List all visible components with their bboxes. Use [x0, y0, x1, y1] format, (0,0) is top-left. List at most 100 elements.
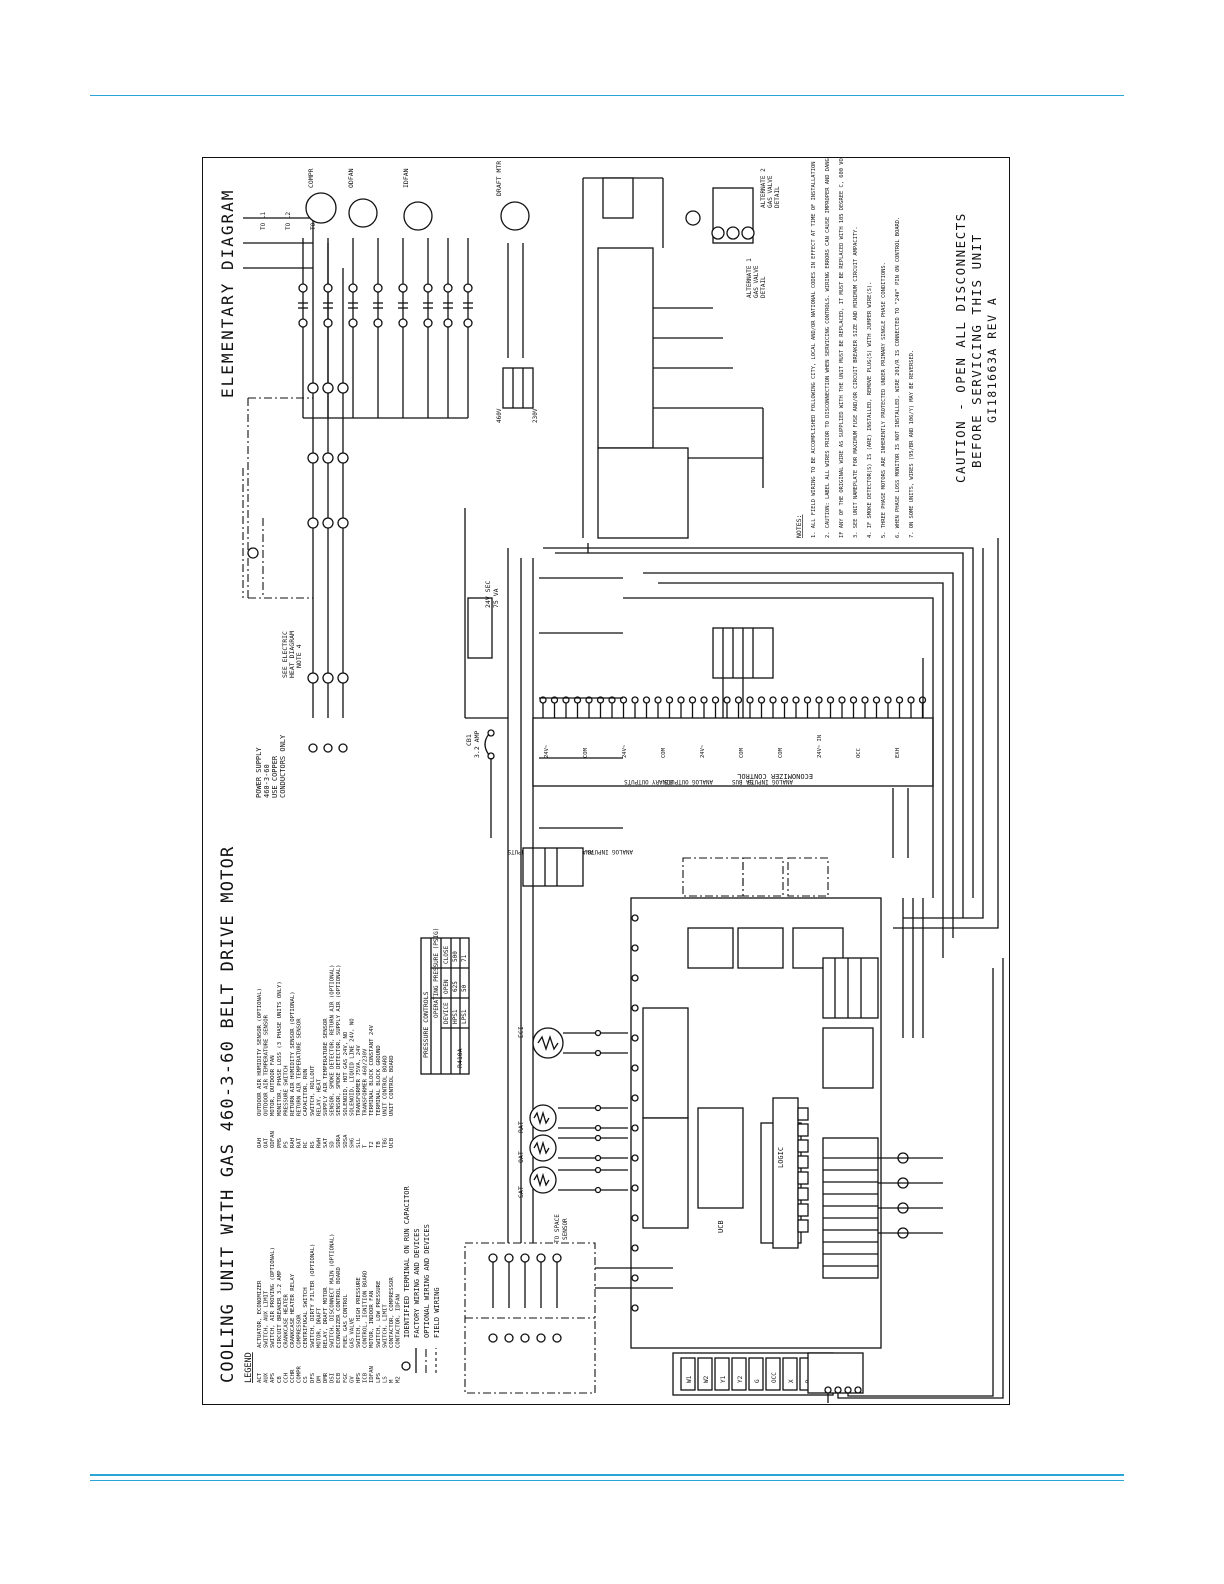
legend-desc: MOTOR, INDOOR FAN	[369, 1291, 375, 1348]
ecb-terminal-label: COM	[739, 747, 745, 758]
note-7: 6. WHEN PHASE LOSS MONITOR IS NOT INSTAL…	[895, 217, 901, 538]
ecb-terminal-label: 24V~ IN	[817, 735, 823, 758]
notes-heading: NOTES:	[795, 515, 803, 538]
note-8: 7. ON SOME UNITS, WIRES (95/BR AND 106/Y…	[909, 350, 915, 538]
legend-abbrev: ICB	[363, 1372, 369, 1383]
legend-abbrev: SDSA	[343, 1134, 349, 1148]
note-3: IF ANY OF THE ORIGINAL WIRE AS SUPPLIED …	[839, 158, 845, 538]
legend-desc: SWITCH, AIR PROVING (OPTIONAL)	[270, 1247, 276, 1348]
legend-abbrev: DFS	[310, 1373, 316, 1383]
legend-desc: PRESSURE SWITCH	[283, 1065, 289, 1116]
ucb-right-connectors	[822, 957, 943, 1239]
legend-abbrev: SAT	[323, 1137, 329, 1148]
svg-text:460V: 460V	[496, 408, 503, 423]
legend-desc: TERMINAL BLOCK CONSTANT 24V	[369, 1024, 375, 1116]
caution-block: CAUTION - OPEN ALL DISCONNECTS BEFORE SE…	[953, 212, 999, 483]
legend-abbrev: T2	[369, 1141, 375, 1148]
ecb-terminal-label: EXH	[895, 748, 901, 758]
ecb-title: ECONOMIZER CONTROL	[737, 772, 813, 780]
see-electric-2: HEAT DIAGRAM	[288, 631, 296, 678]
rat-label: RAT	[517, 1121, 525, 1133]
legend-desc: GAS VALVE	[349, 1317, 355, 1348]
symbol-legend-2: FACTORY WIRING AND DEVICES	[413, 1228, 421, 1338]
header-rule	[90, 95, 1124, 96]
line-label-l2: TO L2	[285, 212, 292, 230]
eci-label: ECI	[517, 1026, 525, 1038]
legend-abbrev: FGC	[343, 1373, 349, 1383]
pressure-hdr-device: DEVICE	[443, 1002, 450, 1024]
legend-desc: RETURN AIR TEMPERATURE SENSOR	[297, 1018, 303, 1116]
symbol-legend-1: IDENTIFIED TERMINAL ON RUN CAPACITOR	[403, 1185, 411, 1338]
pressure-row2-close: 71	[461, 954, 468, 962]
legend-abbrev: T	[363, 1144, 369, 1148]
wiring-diagram: COOLING UNIT WITH GAS 460-3-60 BELT DRIV…	[218, 158, 1004, 1403]
legend-heading: LEGEND	[244, 1352, 254, 1383]
legend-abbrev: COMPR	[297, 1366, 303, 1383]
symbol-legend-4: FIELD WIRING	[433, 1287, 441, 1338]
legend-desc: COMPRESSOR	[297, 1314, 303, 1348]
legend-abbrev: RAT	[297, 1137, 303, 1148]
unit-control-board: LOGIC UCB	[630, 897, 882, 1349]
legend-desc: MONITOR, PHASE LOSS (3 PHASE UNITS ONLY)	[277, 981, 283, 1116]
pressure-row2-device: LPS1	[461, 1009, 468, 1024]
see-electric-1: SEE ELECTRIC	[281, 631, 289, 678]
symbol-legend-3: OPTIONAL WIRING AND DEVICES	[423, 1224, 431, 1338]
ucb-terminal-x: X	[788, 1379, 795, 1383]
odfan-label: ODFAN	[347, 168, 355, 188]
legend-abbrev: AUX	[264, 1372, 270, 1383]
draft-motor-symbol	[500, 201, 530, 231]
ecb-section-label: ANALOG OUTPUTS	[664, 778, 713, 784]
alternate1-1: ALTERNATE 1	[746, 258, 753, 298]
transformer-label-2: 75 VA	[492, 588, 500, 608]
elementary-title: ELEMENTARY DIAGRAM	[218, 189, 237, 398]
ignition-control: ALTERNATE 1 GAS VALVE DETAIL ALTERNATE 2…	[582, 168, 781, 539]
legend-abbrev: CB	[277, 1376, 283, 1383]
idfan-label: IDFAN	[402, 168, 410, 188]
legend-abbrev: CCH	[283, 1373, 289, 1383]
legend-desc: SUPPLY AIR TEMPERATURE SENSOR	[323, 1018, 329, 1116]
power-supply-3: USE COPPER	[271, 755, 279, 798]
ecb-section-label: ANALOG INPUTS	[587, 848, 633, 854]
power-supply-2: 460-3-60	[263, 764, 271, 798]
legend-abbrev: IDFAN	[369, 1366, 375, 1383]
ucb-terminal-g: G	[754, 1379, 761, 1383]
svg-text:230V: 230V	[532, 408, 539, 423]
right-wiring-bundle	[543, 538, 999, 1038]
ecb-terminal-label: 24V~	[544, 744, 550, 758]
legend-abbrev: CCHR	[290, 1369, 296, 1383]
legend-abbrev: UCB	[389, 1137, 395, 1148]
legend-desc: FUEL GAS CONTROL	[343, 1293, 349, 1348]
ecb-terminal-label: OCC	[856, 748, 862, 758]
legend-desc: MOTOR, DRAFT	[316, 1307, 322, 1348]
ecb-terminal-label: COM	[661, 747, 667, 758]
legend-abbrev: APS	[270, 1373, 276, 1383]
legend-abbrev: SLL	[356, 1137, 362, 1148]
ucb-label: UCB	[717, 1220, 725, 1233]
breaker-rating: 3.2 AMP	[473, 731, 481, 758]
legend-desc: CENTRIFUGAL SWITCH	[303, 1287, 309, 1348]
power-wiring: TO L1 TO L2 TO L3 COMPR ODFAN IDFAN DRAF…	[242, 161, 539, 1243]
legend-desc: ACTUATOR, ECONOMIZER	[257, 1280, 263, 1348]
symbol-legend: IDENTIFIED TERMINAL ON RUN CAPACITOR FAC…	[401, 1185, 441, 1373]
sat-label: SAT	[517, 1186, 525, 1198]
transformer-label-1: 24V SEC	[484, 581, 492, 608]
legend-abbrev: PMS	[277, 1138, 283, 1148]
legend-desc: TRANSFORMER 460/230V	[363, 1048, 369, 1116]
ucb-terminal-w1: W1	[686, 1375, 693, 1383]
ucb-terminal-w2: W2	[703, 1375, 710, 1383]
legend-desc: SOLENOID, HOT GAS 24V, NO	[343, 1031, 349, 1116]
legend-desc: TERMINAL BLOCK GROUND	[376, 1045, 382, 1116]
pressure-row1-device: HPS1	[452, 1009, 459, 1024]
note-2: 2. CAUTION: LABEL ALL WIRES PRIOR TO DIS…	[825, 158, 831, 538]
legend-abbrev: CS	[303, 1376, 309, 1383]
legend-abbrev: LS	[382, 1376, 388, 1383]
ucb-terminal-occ: OCC	[771, 1372, 778, 1383]
ucb-terminal-y2: Y2	[737, 1375, 744, 1383]
draft-motor-label: DRAFT MTR	[495, 161, 503, 196]
legend-desc: SENSOR, SMOKE DETECTOR, SUPPLY AIR (OPTI…	[336, 964, 342, 1116]
legend-desc: MOTOR, OUTDOOR FAN	[270, 1055, 276, 1116]
ecb-section-label: SA BUS	[732, 778, 753, 784]
legend-desc: RELAY, DRAFT MOTOR	[323, 1287, 329, 1348]
